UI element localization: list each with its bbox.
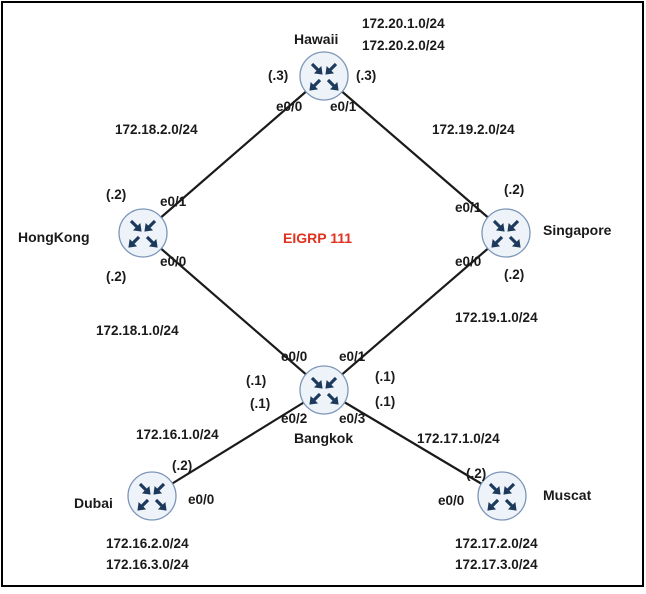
link-hongkong-hawaii-network: 172.18.2.0/24 [115, 122, 198, 137]
link-bangkok-muscat [323, 389, 503, 497]
bangkok-ip-br: (.1) [375, 394, 395, 409]
link-hongkong-bangkok [142, 232, 325, 391]
hongkong-ip-bottom: (.2) [106, 269, 126, 284]
bangkok-name: Bangkok [294, 430, 353, 446]
link-singapore-bangkok-network: 172.19.1.0/24 [455, 310, 538, 325]
link-hongkong-hawaii [142, 75, 325, 234]
router-bangkok [299, 365, 349, 415]
hongkong-name: HongKong [18, 229, 90, 245]
bangkok-if-bl: e0/2 [281, 411, 307, 426]
dubai-name: Dubai [74, 495, 113, 511]
hawaii-ip-left: (.3) [268, 68, 288, 83]
muscat-name: Muscat [543, 487, 592, 503]
dubai-network-1: 172.16.2.0/24 [106, 536, 189, 551]
singapore-ip-top: (.2) [504, 182, 524, 197]
router-muscat [477, 471, 527, 521]
bangkok-ip-bl: (.1) [250, 396, 270, 411]
router-hawaii [299, 51, 349, 101]
dubai-ip: (.2) [172, 458, 192, 473]
hongkong-if-bottom: e0/0 [160, 254, 186, 269]
hawaii-name: Hawaii [294, 31, 338, 47]
hawaii-if-left: e0/0 [276, 99, 302, 114]
hongkong-ip-top: (.2) [106, 187, 126, 202]
hawaii-ip-right: (.3) [356, 68, 376, 83]
hawaii-if-right: e0/1 [330, 99, 357, 114]
muscat-ip: (.2) [466, 466, 486, 481]
links [142, 75, 507, 497]
dubai-network-2: 172.16.3.0/24 [106, 557, 189, 572]
link-hawaii-singapore [323, 75, 507, 234]
dubai-if: e0/0 [188, 492, 214, 507]
bangkok-if-tr: e0/1 [339, 349, 366, 364]
link-singapore-bangkok [323, 232, 507, 391]
link-bangkok-dubai-network: 172.16.1.0/24 [136, 427, 219, 442]
link-hawaii-singapore-network: 172.19.2.0/24 [432, 122, 515, 137]
link-hongkong-bangkok-network: 172.18.1.0/24 [96, 323, 179, 338]
router-singapore [481, 208, 531, 258]
singapore-if-bottom: e0/0 [455, 254, 481, 269]
bangkok-ip-tl: (.1) [246, 373, 266, 388]
singapore-ip-bottom: (.2) [504, 267, 524, 282]
hawaii-network-1: 172.20.1.0/24 [362, 16, 445, 31]
link-bangkok-dubai [151, 389, 325, 497]
hongkong-if-top: e0/1 [160, 194, 187, 209]
bangkok-if-tl: e0/0 [281, 349, 307, 364]
singapore-if-top: e0/1 [455, 200, 482, 215]
bangkok-ip-tr: (.1) [375, 369, 395, 384]
router-dubai [127, 471, 177, 521]
bangkok-if-br: e0/3 [339, 411, 366, 426]
protocol-label: EIGRP 111 [283, 230, 352, 246]
muscat-if: e0/0 [438, 493, 464, 508]
router-hongkong [118, 208, 168, 258]
hawaii-network-2: 172.20.2.0/24 [362, 38, 445, 53]
singapore-name: Singapore [543, 222, 612, 238]
muscat-network-2: 172.17.3.0/24 [455, 557, 538, 572]
link-bangkok-muscat-network: 172.17.1.0/24 [417, 431, 500, 446]
muscat-network-1: 172.17.2.0/24 [455, 536, 538, 551]
